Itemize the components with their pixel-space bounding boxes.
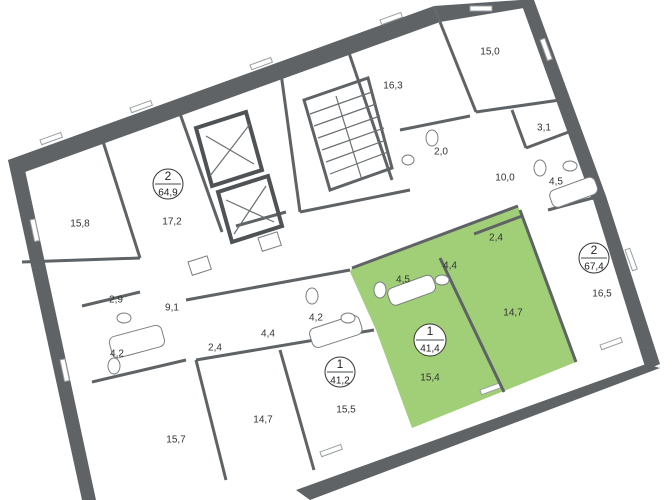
room-area-label: 3,1 (537, 123, 551, 134)
apartment-badge[interactable]: 1 41,2 (324, 356, 356, 388)
stair-core (302, 76, 394, 192)
apartment-rooms: 1 (427, 324, 434, 338)
apartment-area: 41,4 (420, 344, 440, 355)
room-area-label: 16,3 (383, 81, 403, 92)
room-area-label: 16,5 (592, 289, 612, 300)
apartment-highlight-selected[interactable] (350, 206, 576, 428)
apartment-area: 41,2 (330, 376, 350, 387)
room-area-label: 4,5 (549, 177, 563, 188)
apartment-rooms: 2 (165, 169, 172, 183)
room-area-label: 14,7 (253, 415, 273, 426)
apartment-badge[interactable]: 2 64,9 (152, 168, 184, 200)
room-area-label: 2,4 (208, 343, 222, 354)
room-area-label: 9,1 (165, 303, 179, 314)
apartment-badge[interactable]: 2 67,4 (578, 242, 610, 274)
room-area-label: 15,5 (336, 405, 356, 416)
room-labels: 15,0 16,3 3,1 2,0 10,0 4,5 15,8 17,2 2,4… (70, 47, 612, 446)
fixtures (107, 129, 599, 375)
apartment-area: 67,4 (584, 262, 604, 273)
room-area-label: 4,2 (110, 349, 124, 360)
room-area-label: 15,4 (420, 373, 440, 384)
outer-walls (8, 0, 660, 500)
room-area-label: 4,4 (443, 261, 457, 272)
room-area-label: 2,9 (109, 295, 123, 306)
room-area-label: 17,2 (162, 217, 182, 228)
room-area-label: 4,4 (261, 329, 275, 340)
apartment-badge-selected[interactable]: 1 41,4 (413, 323, 447, 357)
interior-walls (21, 21, 601, 481)
apartment-rooms: 2 (591, 243, 598, 257)
room-area-label: 15,7 (166, 435, 186, 446)
room-area-label: 4,2 (309, 313, 323, 324)
apartment-area: 64,9 (158, 188, 178, 199)
apartment-rooms: 1 (337, 357, 344, 371)
windows (29, 5, 638, 458)
room-area-label: 15,0 (480, 47, 500, 58)
room-area-label: 4,5 (396, 275, 410, 286)
room-area-label: 10,0 (495, 173, 515, 184)
room-area-label: 2,0 (434, 147, 448, 158)
elevator-shafts (193, 109, 285, 245)
room-area-label: 15,8 (70, 219, 90, 230)
room-area-label: 2,4 (489, 233, 503, 244)
room-area-label: 14,7 (503, 308, 523, 319)
